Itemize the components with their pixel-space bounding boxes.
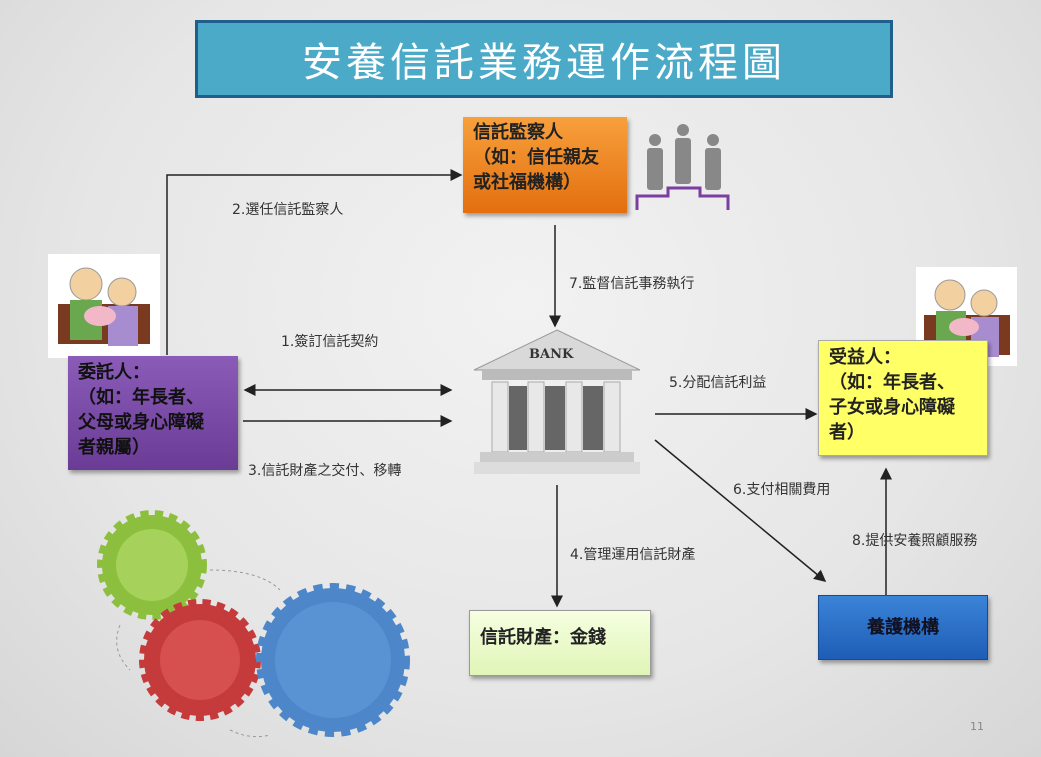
slide-title: 安養信託業務運作流程圖 [195,20,893,98]
bank-label: BANK [529,347,574,362]
beneficiary-line3: 子女或身心障礙 [829,397,955,418]
beneficiary-line4: 者） [829,422,865,443]
arrow-pay-fees [654,439,827,582]
settlor-node: 委託人： （如：年長者、 父母或身心障礙 者親屬） [68,356,238,470]
step-1-label: 1.簽訂信託契約 [281,334,379,350]
supervisor-line2: （如：信任親友 [473,147,599,168]
settlor-line4: 者親屬） [78,437,150,458]
beneficiary-node: 受益人： （如：年長者、 子女或身心障礙 者） [818,340,988,456]
supervisor-line3: 或社福機構） [473,172,581,193]
step-3-label: 3.信託財產之交付、移轉 [248,463,402,479]
trust-property-node: 信託財產：金錢 [469,610,651,676]
trust-supervisor-node: 信託監察人 （如：信任親友 或社福機構） [463,117,627,213]
settlor-line2: （如：年長者、 [78,387,204,408]
gears-icon [97,510,410,738]
beneficiary-line2: （如：年長者、 [829,372,955,393]
people-icon [635,124,730,210]
supervisor-line1: 信託監察人 [473,122,563,143]
beneficiary-line1: 受益人： [829,347,901,368]
step-2-label: 2.選任信託監察人 [232,202,344,218]
page-number: 11 [970,720,984,733]
step-8-label: 8.提供安養照顧服務 [852,533,978,549]
step-4-label: 4.管理運用信託財產 [570,547,696,563]
care-institution-node: 養護機構 [818,595,988,660]
arrow-select-supervisor [166,169,463,355]
bank-icon [473,329,641,474]
step-7-label: 7.監督信託事務執行 [569,276,695,292]
step-5-label: 5.分配信託利益 [669,375,767,391]
beneficiary-picture-overlay [916,267,1017,366]
settlor-line3: 父母或身心障礙 [78,412,204,433]
elderly-family-picture [48,254,160,358]
step-6-label: 6.支付相關費用 [733,482,831,498]
settlor-line1: 委託人： [78,362,150,383]
